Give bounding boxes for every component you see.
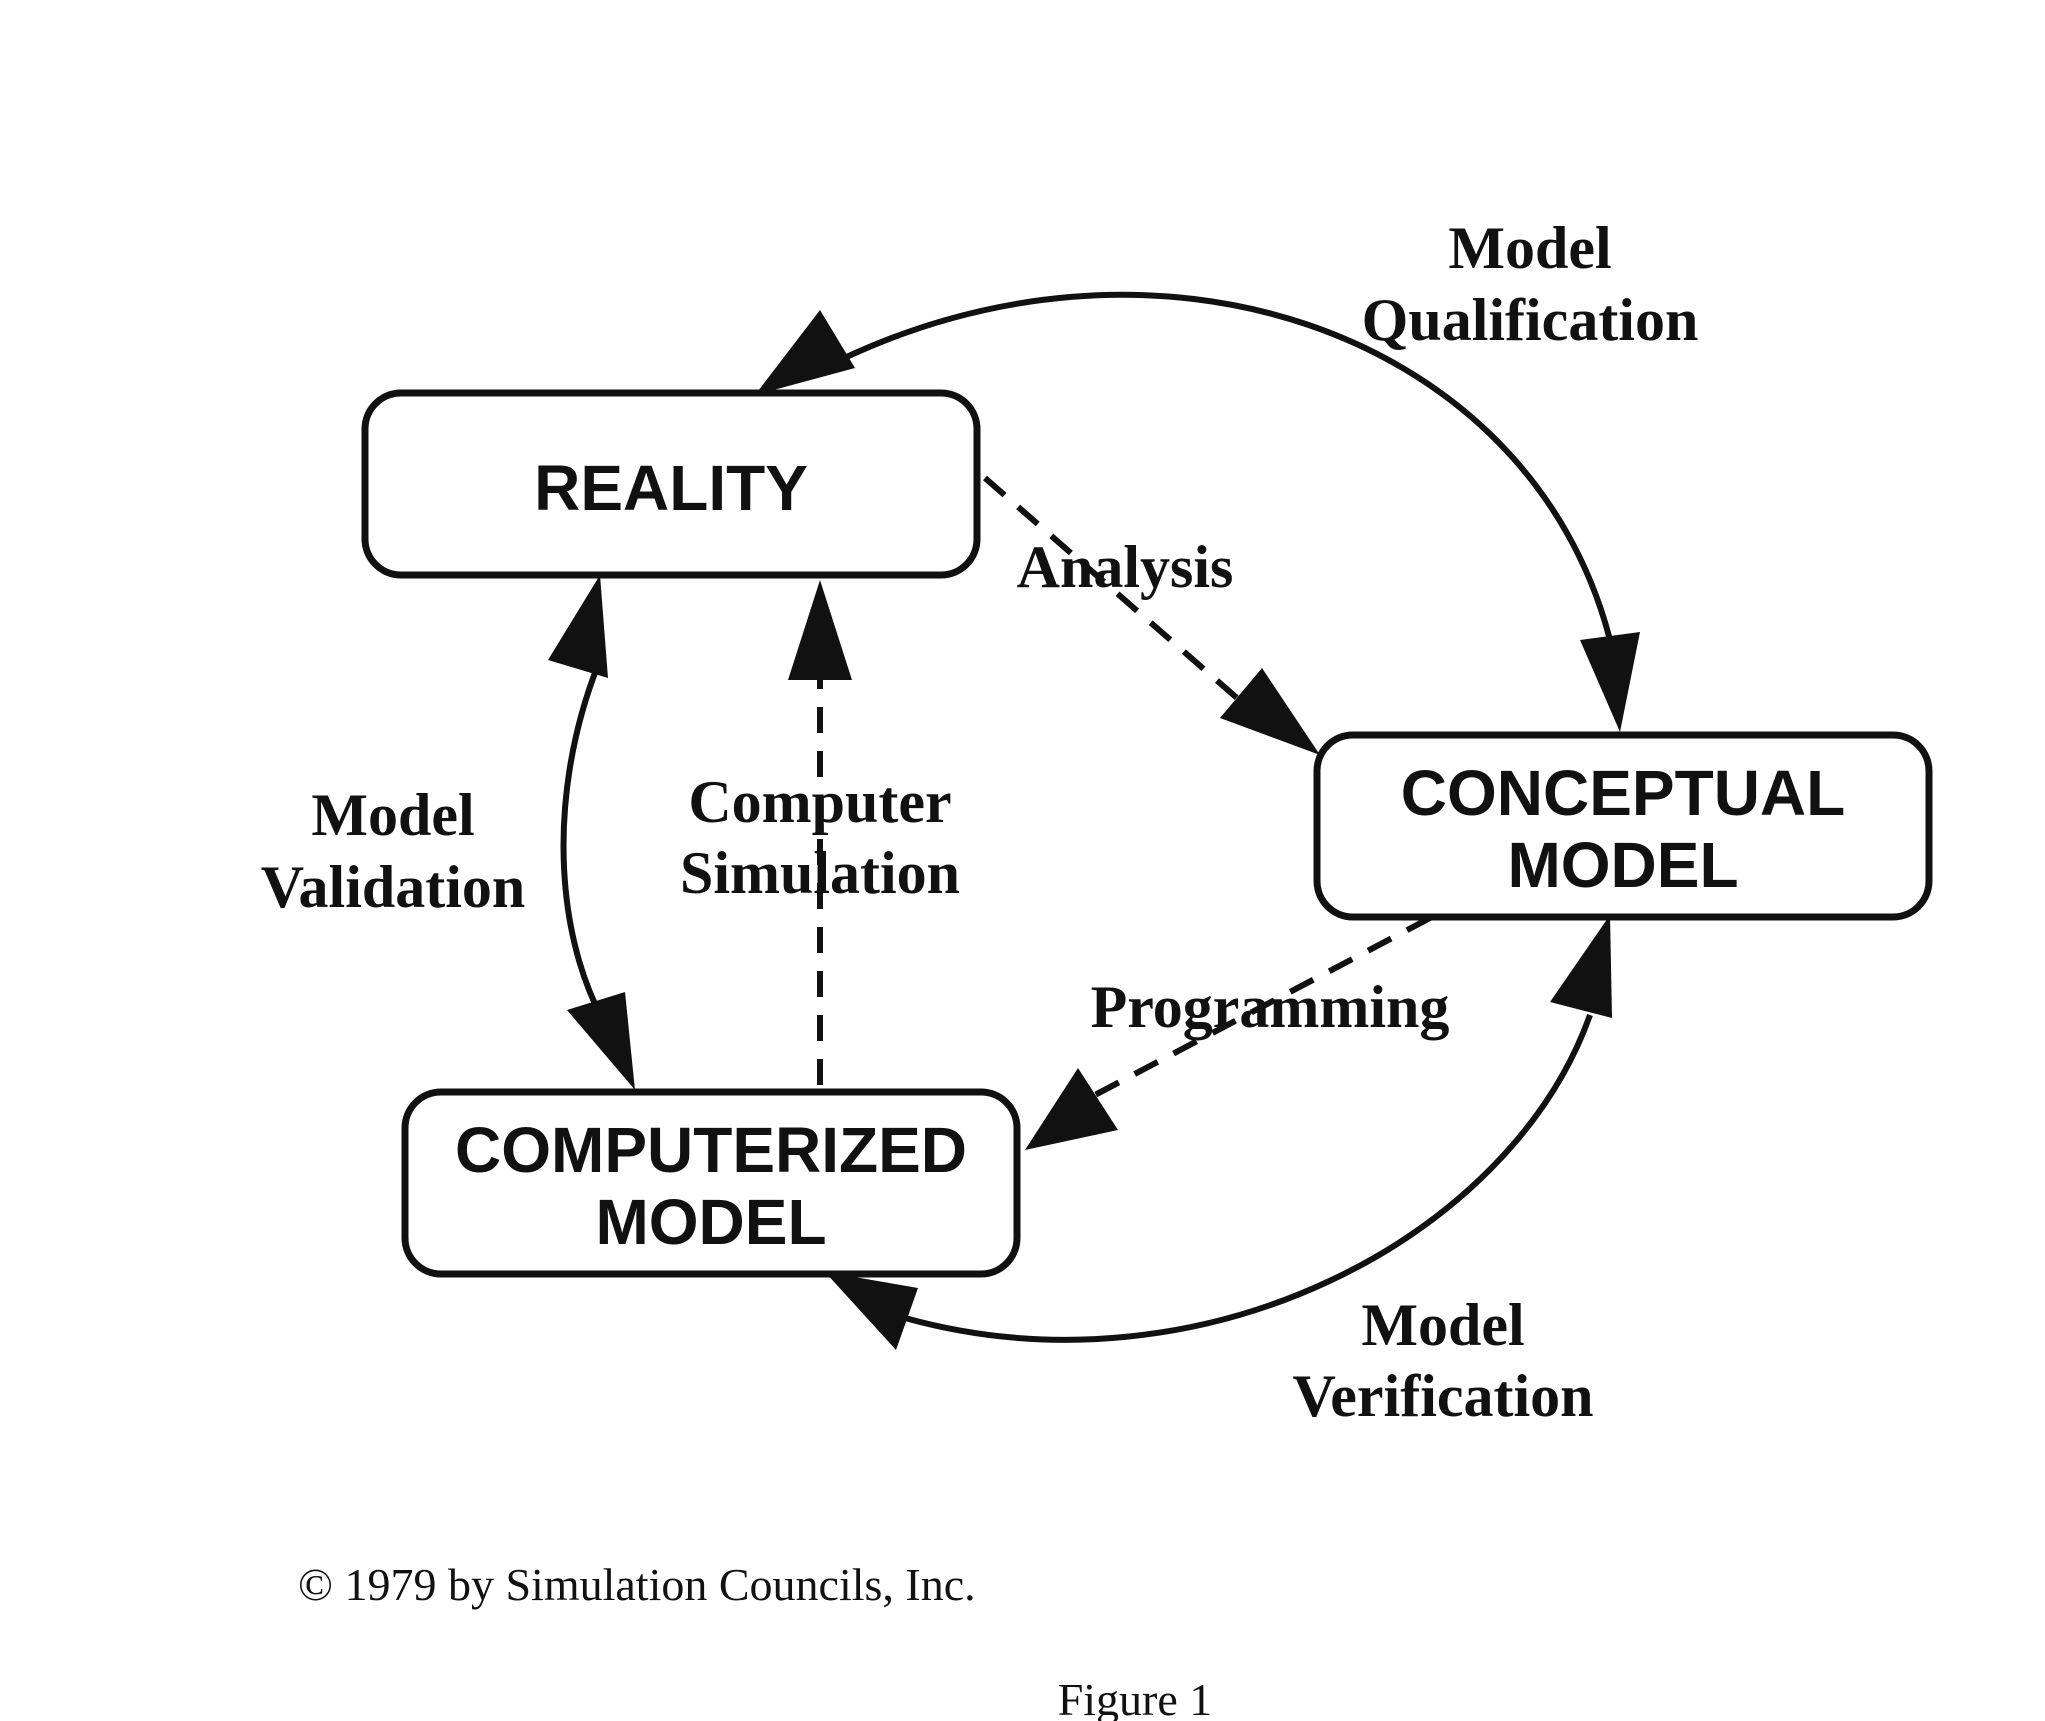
node-reality: REALITY [361, 389, 981, 579]
edge-programming [1025, 915, 1432, 1150]
qualification-label-line1: Model [1448, 215, 1611, 281]
node-conceptual-model: CONCEPTUAL MODEL [1313, 731, 1933, 921]
edge-model-validation [548, 575, 635, 1090]
reality-box [361, 389, 981, 579]
qualification-label-line2: Qualification [1362, 287, 1699, 353]
validation-label-line1: Model [311, 782, 474, 848]
analysis-arrowhead [1220, 668, 1320, 755]
verification-arrowhead-conceptual [1550, 915, 1612, 1018]
analysis-label: Analysis [1017, 534, 1234, 600]
programming-arrowhead [1025, 1068, 1118, 1150]
validation-arrowhead-computerized [567, 992, 635, 1090]
edge-model-verification [825, 915, 1612, 1350]
verification-label-line1: Model [1361, 1292, 1524, 1358]
conceptual-model-label-line2: MODEL [1507, 829, 1738, 901]
validation-label-line2: Validation [261, 854, 526, 920]
qualification-arrowhead-reality [755, 310, 855, 395]
edge-analysis [983, 475, 1320, 755]
verification-arc [904, 1013, 1593, 1343]
validation-arrowhead-reality [548, 575, 608, 678]
programming-label: Programming [1091, 974, 1450, 1040]
conceptual-model-box [1313, 731, 1933, 921]
figure-caption: Figure 1 [1058, 1674, 1213, 1721]
computerized-model-label-line2: MODEL [595, 1186, 826, 1258]
simulation-label-line2: Simulation [680, 840, 960, 906]
conceptual-model-label-line1: CONCEPTUAL [1401, 757, 1845, 829]
reality-label: REALITY [534, 452, 808, 524]
edge-computer-simulation [788, 580, 852, 1085]
copyright-notice: © 1979 by Simulation Councils, Inc. [298, 1559, 976, 1610]
qualification-arc [818, 291, 1613, 641]
computerized-model-box [401, 1088, 1021, 1278]
computerized-model-label-line1: COMPUTERIZED [455, 1114, 967, 1186]
verification-label-line2: Verification [1292, 1363, 1593, 1429]
validation-arc [560, 663, 618, 1042]
verification-arrowhead-computerized [825, 1272, 918, 1350]
programming-line [1093, 915, 1432, 1098]
qualification-arrowhead-conceptual [1580, 632, 1640, 732]
node-computerized-model: COMPUTERIZED MODEL [401, 1088, 1021, 1278]
simulation-label-line1: Computer [688, 769, 951, 835]
edge-model-qualification [755, 291, 1640, 732]
simulation-arrowhead [788, 580, 852, 680]
analysis-line [983, 475, 1247, 708]
